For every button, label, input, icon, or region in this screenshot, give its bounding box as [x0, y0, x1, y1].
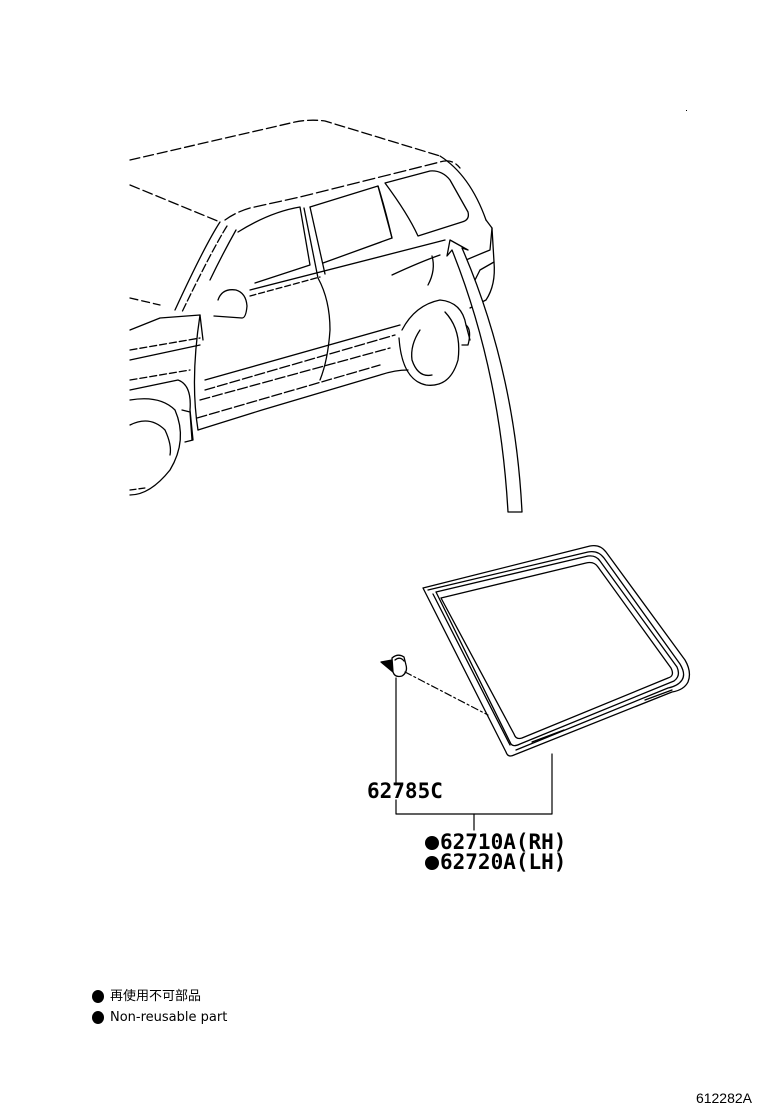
- callout-62785C: 62785C: [367, 780, 443, 802]
- non-reusable-marker-icon: [425, 856, 439, 870]
- leader-lines: [395, 671, 553, 831]
- callout-62710A: 62710A(RH): [425, 831, 566, 853]
- filled-circle-icon: [92, 990, 104, 1003]
- clip-part: [380, 654, 408, 678]
- legend-text: Non-reusable part: [110, 1009, 228, 1025]
- legend: 再使用不可部品 Non-reusable part: [92, 986, 227, 1028]
- part-number: 62785C: [367, 779, 443, 803]
- part-number: 62710A(RH): [440, 830, 567, 854]
- legend-item-english: Non-reusable part: [92, 1007, 227, 1028]
- legend-item-japanese: 再使用不可部品: [92, 986, 227, 1007]
- legend-text: 再使用不可部品: [110, 988, 202, 1004]
- callout-62720A: 62720A(LH): [425, 851, 566, 873]
- filled-circle-icon: [92, 1011, 104, 1024]
- figure-id: 612282A: [695, 1090, 752, 1106]
- vehicle-illustration: [129, 119, 523, 513]
- part-number: 62720A(LH): [440, 850, 567, 874]
- quarter-window-glass: [422, 544, 691, 757]
- non-reusable-marker-icon: [425, 836, 439, 850]
